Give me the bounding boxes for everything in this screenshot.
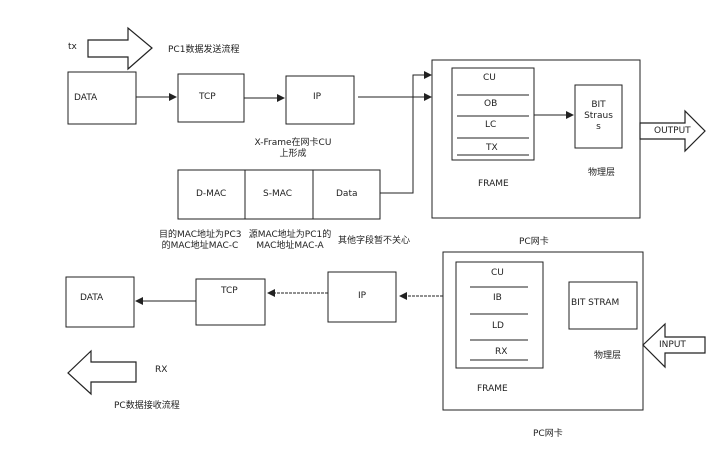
data-note: 其他字段暂不关心 <box>338 236 411 246</box>
recv-nic-box <box>442 251 644 411</box>
send-nic-cu: CU <box>483 73 496 83</box>
frame-fields-box <box>177 169 381 220</box>
recv-tcp-box <box>195 278 266 326</box>
send-frame-label: FRAME <box>478 179 509 189</box>
recv-data-label: DATA <box>80 293 104 303</box>
xframe-note-line1: X-Frame在网卡CU <box>254 138 332 148</box>
payload-field-label: Data <box>336 189 358 199</box>
send-phy-label: 物理层 <box>588 168 616 178</box>
dmac-field-label: D-MAC <box>196 189 227 199</box>
smac-note-line1: 源MAC地址为PC1的 <box>248 230 332 240</box>
recv-ip-label: IP <box>358 291 367 301</box>
send-bit-line3: s <box>596 122 601 132</box>
recv-frame-stack <box>455 261 544 369</box>
tx-hollow-arrow <box>87 26 153 71</box>
recv-nic-ld: LD <box>492 321 504 331</box>
send-tcp-label: TCP <box>199 92 216 102</box>
recv-phy-label: 物理层 <box>594 351 622 361</box>
send-card-label: PC网卡 <box>519 237 549 247</box>
send-data-box <box>67 71 137 125</box>
send-flow-title: PC1数据发送流程 <box>168 45 240 55</box>
tx-label: tx <box>68 42 77 52</box>
send-data-label: DATA <box>74 93 98 103</box>
input-label: INPUT <box>659 340 686 350</box>
rx-hollow-arrow <box>67 349 137 396</box>
input-hollow-arrow <box>642 322 706 369</box>
send-bit-line1: BIT <box>591 100 606 110</box>
smac-note: 源MAC地址为PC1的 MAC地址MAC-A <box>247 230 333 252</box>
send-nic-lc: LC <box>485 120 497 130</box>
recv-bit-label: BIT STRAM <box>571 298 620 308</box>
output-hollow-arrow <box>639 109 706 153</box>
send-ip-label: IP <box>313 92 322 102</box>
recv-frame-label: FRAME <box>477 384 508 394</box>
recv-card-label: PC网卡 <box>533 429 563 439</box>
dmac-note-line1: 目的MAC地址为PC3 <box>159 230 242 240</box>
send-nic-box <box>431 59 641 219</box>
recv-flow-title: PC数据接收流程 <box>114 401 180 411</box>
dmac-note: 目的MAC地址为PC3 的MAC地址MAC-C <box>159 230 242 252</box>
send-ip-box <box>285 75 355 125</box>
send-nic-ob: OB <box>484 99 498 109</box>
send-frame-stack <box>451 67 535 161</box>
send-bit-box <box>574 84 623 149</box>
send-nic-tx: TX <box>486 143 498 153</box>
recv-data-box <box>65 276 135 328</box>
recv-bit-box <box>568 281 638 330</box>
xframe-note-line2: 上形成 <box>279 149 307 159</box>
xframe-note: X-Frame在网卡CU 上形成 <box>248 138 338 160</box>
send-bit-label: BIT Straus s <box>575 100 622 133</box>
smac-note-line2: MAC地址MAC-A <box>256 241 324 251</box>
recv-tcp-label: TCP <box>221 286 238 296</box>
recv-nic-ib: IB <box>493 293 502 303</box>
output-label: OUTPUT <box>654 126 691 136</box>
smac-field-label: S-MAC <box>263 189 293 199</box>
recv-nic-rx: RX <box>495 347 508 357</box>
recv-ip-box <box>327 271 397 323</box>
recv-nic-cu: CU <box>491 268 504 278</box>
send-bit-line2: Straus <box>584 111 613 121</box>
dmac-note-line2: 的MAC地址MAC-C <box>161 241 239 251</box>
rx-label: RX <box>155 365 168 375</box>
arrow-frame-to-nic <box>380 71 432 194</box>
